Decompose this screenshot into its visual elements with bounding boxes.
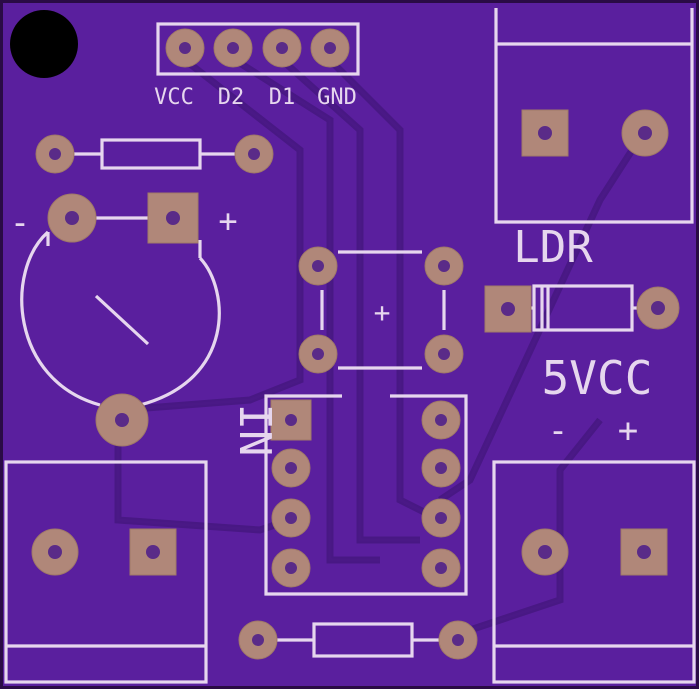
input-label: IN [229, 404, 280, 457]
cap-plus-label: + [218, 202, 237, 240]
button-plus-label: + [374, 296, 391, 329]
supply-terminal-outline [492, 460, 696, 684]
pin-header [156, 22, 360, 76]
terminal-block-ldr [494, 8, 694, 224]
supply-label: 5VCC [542, 351, 653, 405]
ic-socket-outline [264, 394, 468, 596]
supply-plus-label: + [618, 411, 638, 451]
cap-minus-label: - [10, 203, 30, 243]
terminal-block-supply [492, 460, 696, 684]
pin-header-outline [156, 22, 360, 76]
label-vcc: VCC [154, 85, 194, 110]
diode [484, 284, 680, 333]
ldr-label: LDR [513, 222, 593, 273]
label-d2: D2 [218, 85, 245, 110]
copper-traces [114, 57, 648, 644]
label-d1: D1 [269, 85, 296, 110]
capacitor [20, 192, 221, 447]
resistor-top [35, 134, 274, 174]
mounting-hole [10, 10, 78, 78]
input-terminal-outline [4, 460, 208, 684]
push-button [298, 246, 464, 374]
ic-socket [264, 394, 468, 596]
resistor-bottom [238, 620, 478, 660]
terminal-block-input [4, 460, 208, 684]
label-gnd: GND [317, 85, 357, 110]
supply-minus-label: - [548, 411, 568, 451]
capacitor-mark [94, 294, 150, 346]
